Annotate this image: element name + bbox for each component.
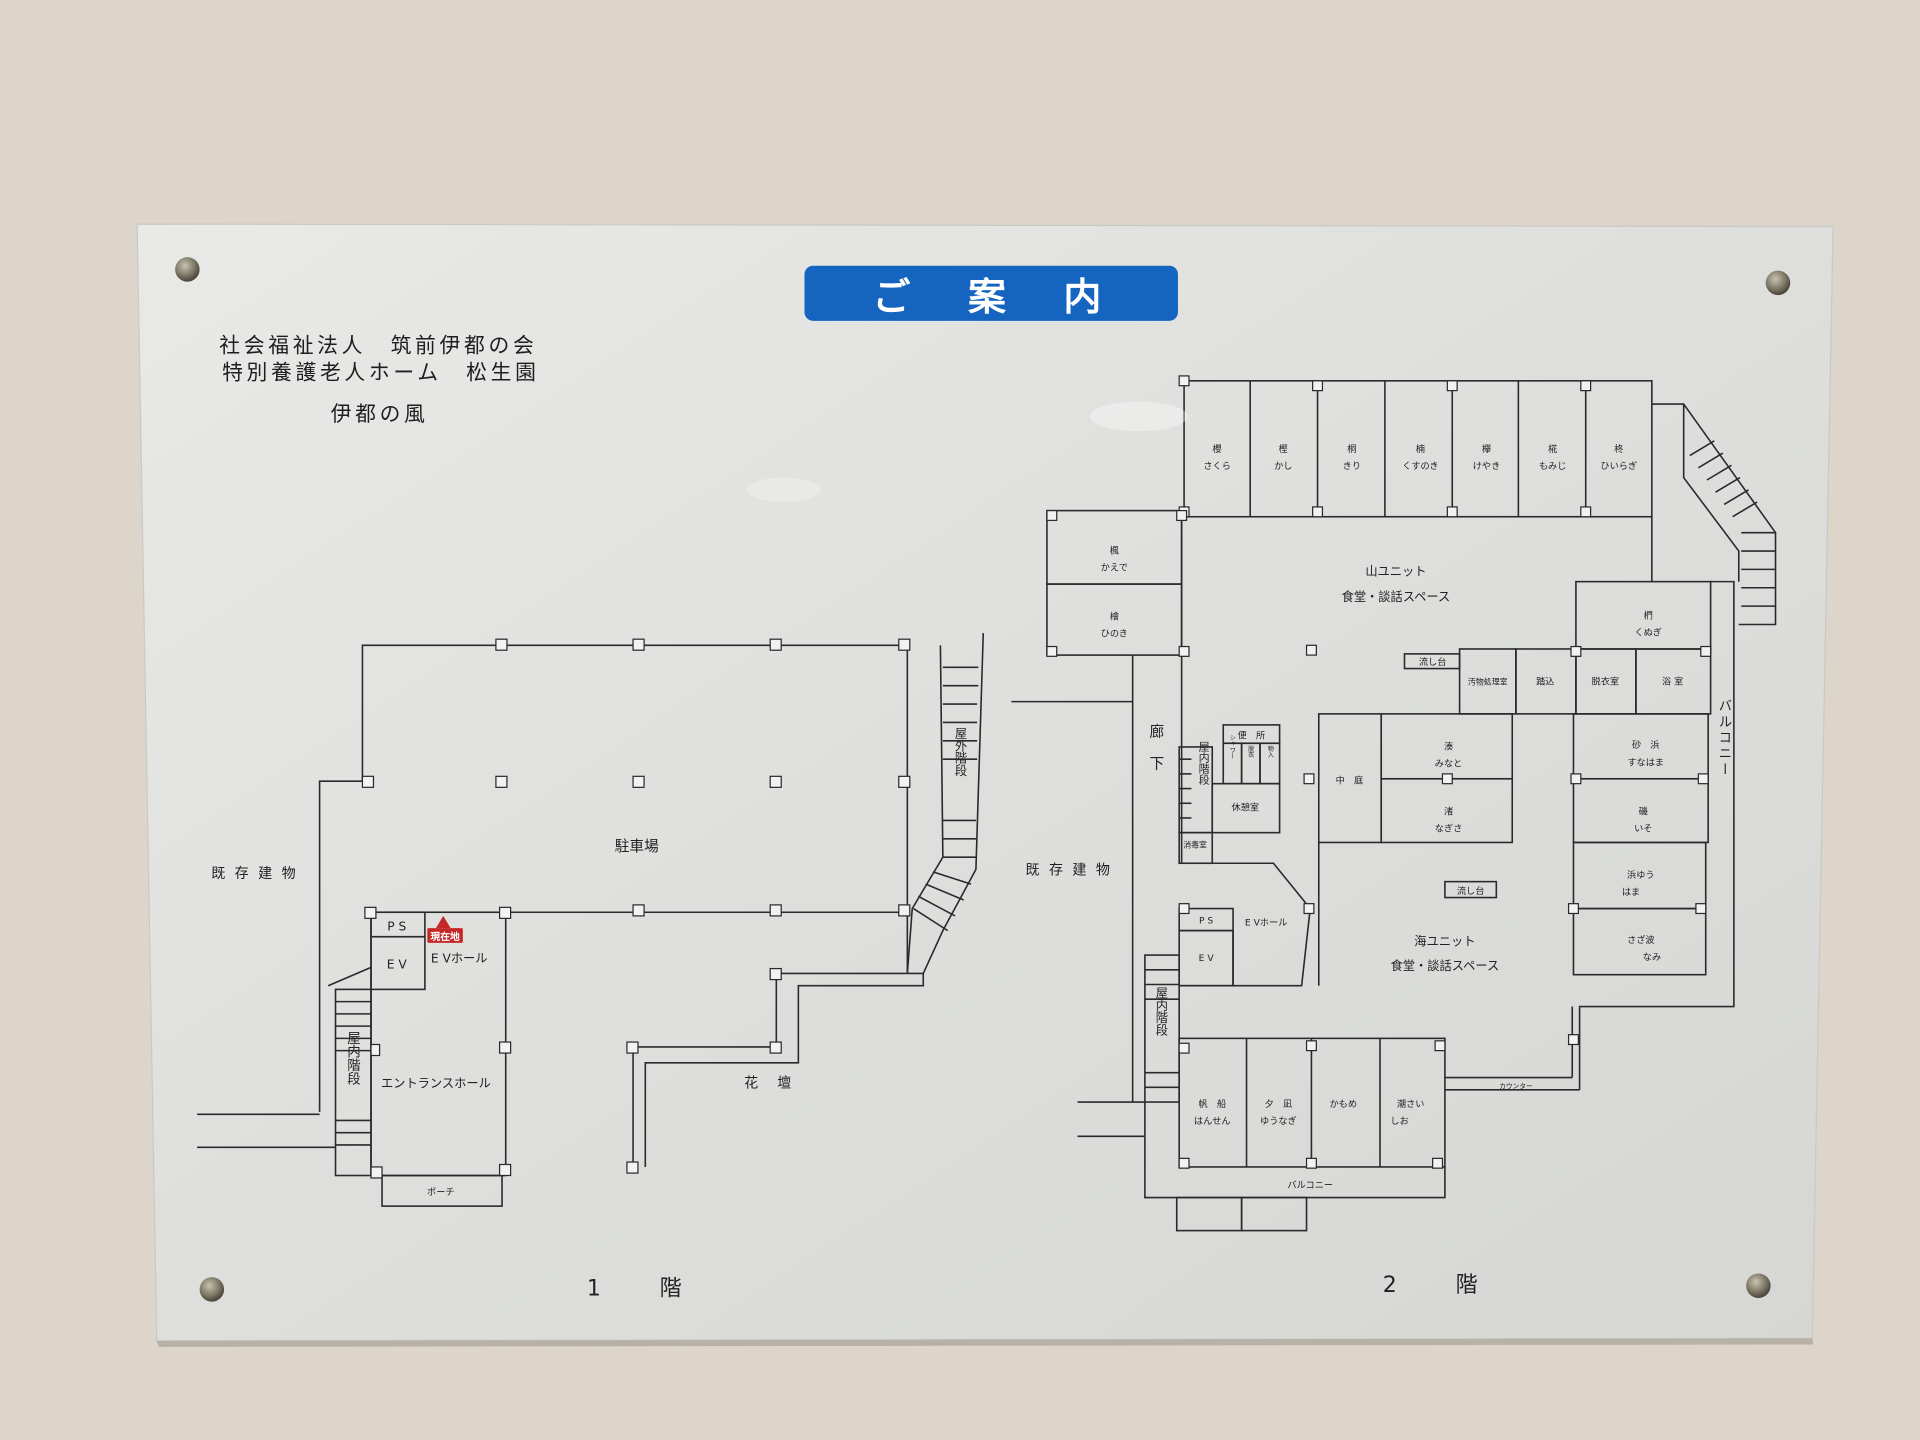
room-kaede-kana: かえで bbox=[1101, 563, 1128, 574]
room-iso-kanji: 磯 bbox=[1639, 805, 1648, 817]
existing-building-label-2f: 既 存 建 物 bbox=[1026, 862, 1113, 878]
ev-hall-label-1f: E Vホール bbox=[431, 951, 488, 965]
room-sunahama-kana: すなはま bbox=[1627, 757, 1664, 768]
mountain-unit-label: 山ユニット bbox=[1365, 565, 1426, 579]
you-are-here-label: 現在地 bbox=[430, 930, 460, 943]
org-name: 社会福祉法人 筑前伊都の会 bbox=[219, 334, 537, 358]
room-kamome-kanji: かもめ bbox=[1329, 1099, 1357, 1110]
sea-unit-label: 海ユニット bbox=[1414, 933, 1475, 948]
room-kiri-kanji: 桐 bbox=[1347, 443, 1356, 455]
room-kashi-kana: かし bbox=[1274, 461, 1292, 472]
room-hinoki-kanji: 檜 bbox=[1110, 611, 1119, 623]
room-keyaki-kanji: 欅 bbox=[1482, 444, 1491, 455]
fumikomi-label: 踏込 bbox=[1536, 675, 1554, 687]
room-nami-kanji: さざ波 bbox=[1627, 934, 1655, 946]
indoor-stairs-label-2f-upper: 屋内階段 bbox=[1197, 741, 1210, 786]
room-iso-kana: いそ bbox=[1634, 823, 1652, 834]
room-minato-kana: みなと bbox=[1435, 759, 1463, 770]
sink-label-2: 流し台 bbox=[1457, 885, 1485, 897]
room-shiosai-kana: しお bbox=[1390, 1116, 1408, 1127]
indoor-stairs-label-1f: 屋内階段 bbox=[344, 1031, 361, 1085]
floor2-label: 2 階 bbox=[1383, 1273, 1483, 1298]
floor1-plan: 現在地 bbox=[197, 633, 985, 1207]
courtyard-label: 中 庭 bbox=[1336, 775, 1364, 787]
room-nagisa-kana: なぎさ bbox=[1435, 822, 1463, 834]
floor2-plan bbox=[1011, 375, 1777, 1232]
room-nagisa-kanji: 渚 bbox=[1444, 806, 1453, 817]
room-yunagi-kanji: 夕 凪 bbox=[1265, 1098, 1293, 1110]
room-minato-kanji: 湊 bbox=[1444, 740, 1453, 752]
room-hansen-kanji: 帆 船 bbox=[1198, 1098, 1226, 1110]
room-kiri-kana: きり bbox=[1343, 461, 1361, 472]
indoor-stairs-label-2f-lower: 屋内階段 bbox=[1154, 987, 1168, 1037]
room-hiiragi-kana: ひいらぎ bbox=[1600, 460, 1637, 472]
bolt-icon bbox=[1746, 1273, 1771, 1298]
room-kunugi-kana: くぬぎ bbox=[1634, 627, 1661, 639]
balcony-label-right: バルコニー bbox=[1715, 699, 1731, 779]
room-nami-kana: なみ bbox=[1643, 952, 1661, 963]
room-momiji-kanji: 椛 bbox=[1548, 443, 1557, 455]
shower-label: シャワー bbox=[1228, 735, 1235, 759]
room-yunagi-kana: ゆうなぎ bbox=[1260, 1115, 1297, 1127]
room-momiji-kana: もみじ bbox=[1539, 461, 1567, 472]
balcony-label-bottom: バルコニー bbox=[1287, 1180, 1333, 1191]
room-kaede-kanji: 楓 bbox=[1110, 544, 1120, 556]
bathroom-label: 浴 室 bbox=[1662, 675, 1683, 687]
ps-label-1f: P S bbox=[387, 920, 406, 934]
room-kashi-kanji: 樫 bbox=[1279, 443, 1288, 455]
board-edge-shadow bbox=[156, 1338, 1814, 1347]
room-hansen-kana: はんせん bbox=[1194, 1116, 1231, 1127]
title-banner: ご 案 内 bbox=[804, 265, 1178, 321]
room-sakura-kanji: 櫻 bbox=[1213, 443, 1222, 455]
soiled-room-label: 汚物処理室 bbox=[1468, 676, 1508, 686]
mountain-dining-label: 食堂・談話スペース bbox=[1342, 589, 1451, 604]
room-kunugi-kanji: 椚 bbox=[1644, 609, 1653, 621]
rest-room-label: 休憩室 bbox=[1232, 802, 1260, 814]
parking-label: 駐車場 bbox=[615, 838, 659, 855]
floor1-label: 1 階 bbox=[587, 1277, 687, 1302]
glare bbox=[746, 477, 821, 503]
flowerbed-label: 花 壇 bbox=[744, 1074, 794, 1091]
facility-name: 特別養護老人ホーム 松生園 bbox=[222, 361, 540, 385]
room-hama-kanji: 浜ゆう bbox=[1627, 870, 1655, 881]
toilet-label: 便 所 bbox=[1238, 729, 1266, 741]
entrance-hall-label: エントランスホール bbox=[381, 1076, 491, 1090]
room-kusunoki-kanji: 楠 bbox=[1416, 443, 1425, 455]
sink-label-1: 流し台 bbox=[1419, 656, 1447, 668]
room-hiiragi-kanji: 柊 bbox=[1614, 443, 1624, 455]
ps-label-2f: P S bbox=[1199, 915, 1213, 926]
room-shiosai-kanji: 潮さい bbox=[1397, 1098, 1425, 1110]
top-room-labels: 櫻 さくら 樫 かし 桐 きり 楠 くすのき 欅 けやき 椛 もみじ 柊 ひいら… bbox=[1203, 443, 1637, 472]
porch-label: ポーチ bbox=[427, 1187, 455, 1198]
you-are-here-marker: 現在地 bbox=[427, 915, 463, 943]
bottom-room-labels: 帆 船 はんせん 夕 凪 ゆうなぎ かもめ 潮さい しお bbox=[1194, 1098, 1424, 1127]
disinfect-room-label: 消毒室 bbox=[1183, 839, 1207, 849]
sea-dining-label: 食堂・談話スペース bbox=[1391, 958, 1500, 973]
ev-label-2f: E V bbox=[1199, 953, 1215, 964]
room-hama-kana: はま bbox=[1622, 887, 1640, 898]
room-sakura-kana: さくら bbox=[1203, 461, 1231, 472]
bolt-icon bbox=[175, 257, 200, 282]
unit-name: 伊都の風 bbox=[331, 402, 429, 426]
storage-label: 物入 bbox=[1266, 745, 1273, 758]
corridor-label: 廊下 bbox=[1147, 724, 1164, 788]
glare bbox=[1089, 401, 1188, 432]
bolt-icon bbox=[1765, 270, 1791, 296]
ev-label-1f: E V bbox=[387, 958, 408, 972]
ev-hall-label-2f: E Vホール bbox=[1245, 918, 1288, 929]
counter-label: カウンター bbox=[1499, 1082, 1533, 1091]
bolt-icon bbox=[199, 1277, 225, 1302]
page-title: ご 案 内 bbox=[873, 275, 1112, 319]
room-hinoki-kana: ひのき bbox=[1101, 629, 1128, 640]
existing-building-label-1f: 既 存 建 物 bbox=[211, 866, 298, 882]
changing-room-label: 脱衣室 bbox=[1592, 675, 1620, 687]
room-kusunoki-kana: くすのき bbox=[1402, 461, 1438, 472]
dressing-label: 脱衣 bbox=[1247, 745, 1254, 759]
outdoor-stairs-label: 屋外階段 bbox=[953, 727, 967, 777]
room-keyaki-kana: けやき bbox=[1473, 461, 1501, 472]
room-sunahama-kanji: 砂 浜 bbox=[1632, 739, 1660, 751]
